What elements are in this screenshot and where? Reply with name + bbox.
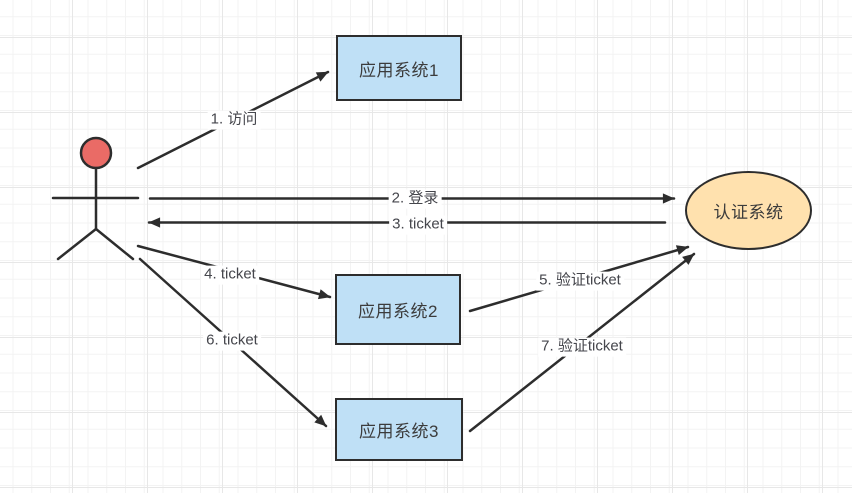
edge-2-label[interactable]: 2. 登录 (388, 189, 442, 209)
edge-7-label[interactable]: 7. 验证ticket (538, 337, 626, 357)
edge-5-label[interactable]: 5. 验证ticket (536, 271, 624, 291)
edge-4-label[interactable]: 4. ticket (201, 265, 259, 285)
actor-figure[interactable] (51, 136, 140, 261)
node-app-system-1-label: 应用系统1 (359, 60, 439, 80)
node-app-system-3-label: 应用系统3 (359, 422, 439, 441)
node-auth-system-label: 认证系统 (713, 203, 784, 222)
node-auth-system[interactable]: 认证系统 (685, 171, 812, 250)
actor-head (79, 136, 113, 170)
edge-6-label[interactable]: 6. ticket (203, 331, 261, 351)
node-app-system-2[interactable]: 应用系统2 (335, 274, 461, 345)
actor-leg-left (56, 227, 98, 261)
node-app-system-2-label: 应用系统2 (358, 302, 438, 321)
actor-leg-right (94, 227, 135, 261)
edge-1-label[interactable]: 1. 访问 (207, 110, 261, 130)
node-app-system-3[interactable]: 应用系统3 (335, 398, 463, 461)
edge-3-label[interactable]: 3. ticket (389, 215, 447, 235)
node-app-system-1[interactable]: 应用系统1 (336, 35, 462, 101)
